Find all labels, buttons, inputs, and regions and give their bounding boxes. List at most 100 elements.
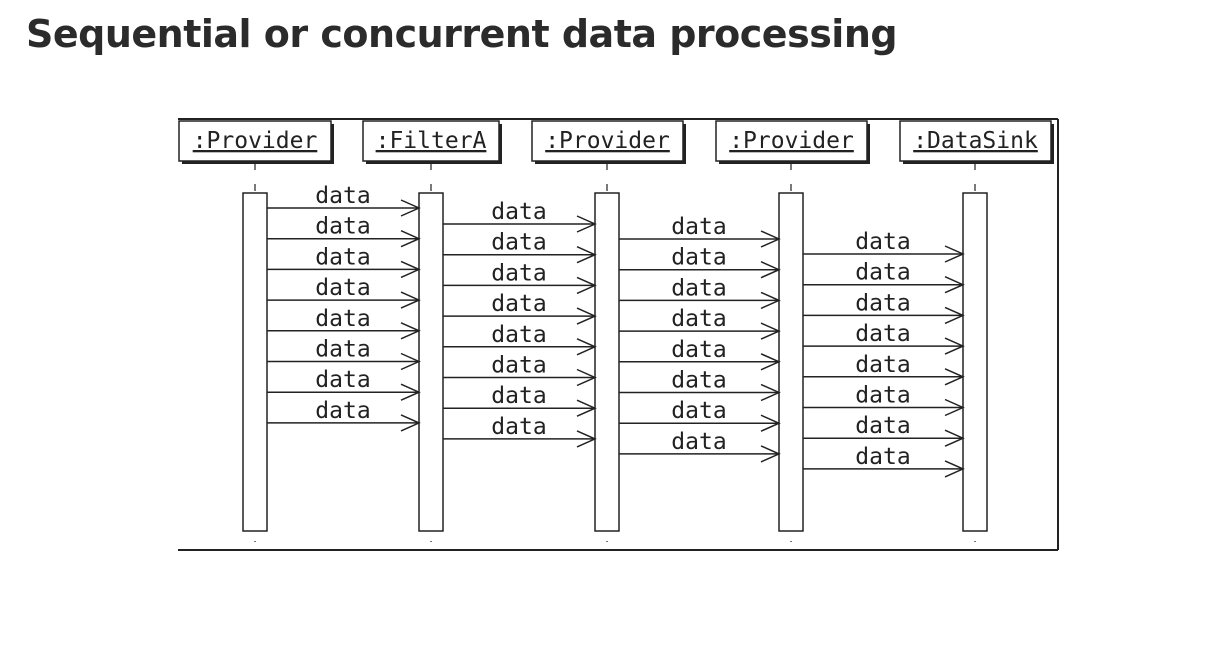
message-arrow: data bbox=[619, 429, 781, 463]
arrowhead-icon bbox=[400, 352, 421, 371]
message-label: data bbox=[491, 230, 546, 256]
message-arrow: data bbox=[803, 444, 965, 478]
message-label: data bbox=[855, 413, 910, 439]
participant-2: :Provider bbox=[531, 120, 686, 542]
message-label: data bbox=[855, 352, 910, 378]
arrowhead-icon bbox=[400, 230, 421, 248]
message-label: data bbox=[671, 398, 726, 424]
message-arrow: data bbox=[267, 306, 421, 340]
arrowhead-icon bbox=[576, 338, 597, 356]
message-label: data bbox=[491, 414, 546, 440]
message-arrow: data bbox=[619, 245, 781, 279]
arrowhead-icon bbox=[944, 276, 965, 294]
message-label: data bbox=[491, 353, 546, 379]
message-arrow: data bbox=[803, 413, 965, 447]
arrowhead-icon bbox=[576, 368, 597, 387]
message-arrow: data bbox=[803, 290, 965, 325]
message-arrow: data bbox=[267, 183, 421, 217]
participant-box bbox=[899, 120, 1052, 162]
message-arrow: data bbox=[267, 214, 421, 248]
message-arrow: data bbox=[267, 398, 421, 432]
message-arrow: data bbox=[267, 337, 421, 371]
message-arrow: data bbox=[443, 230, 597, 264]
participant-label: :DataSink bbox=[913, 128, 1038, 154]
message-label: data bbox=[855, 383, 910, 409]
arrowhead-icon bbox=[400, 383, 421, 401]
message-label: data bbox=[855, 260, 910, 286]
arrowhead-icon bbox=[944, 398, 965, 417]
message-arrow: data bbox=[443, 383, 597, 417]
message-arrow: data bbox=[803, 352, 965, 386]
message-arrow: data bbox=[619, 214, 781, 248]
message-label: data bbox=[671, 429, 726, 455]
participant-box bbox=[362, 120, 500, 162]
arrowhead-icon bbox=[576, 215, 597, 233]
message-label: data bbox=[855, 444, 910, 470]
message-label: data bbox=[315, 367, 370, 393]
message-arrow: data bbox=[619, 275, 781, 310]
participant-label: :Provider bbox=[193, 128, 318, 154]
arrowhead-icon bbox=[760, 291, 781, 310]
arrowhead-icon bbox=[400, 199, 421, 217]
participant-box bbox=[531, 120, 684, 162]
activation-bar bbox=[594, 192, 620, 532]
arrowhead-icon bbox=[944, 460, 965, 478]
page-title: Sequential or concurrent data processing bbox=[26, 12, 898, 56]
message-arrow: data bbox=[803, 321, 965, 355]
arrowhead-icon bbox=[944, 306, 965, 325]
message-arrow: data bbox=[443, 353, 597, 387]
message-label: data bbox=[315, 214, 370, 240]
message-label: data bbox=[671, 306, 726, 332]
participant-label: :FilterA bbox=[376, 128, 487, 154]
message-arrow: data bbox=[443, 291, 597, 325]
message-arrow: data bbox=[267, 367, 421, 401]
participant-4: :DataSink bbox=[899, 120, 1054, 542]
arrowhead-icon bbox=[400, 291, 421, 309]
arrowhead-icon bbox=[760, 322, 781, 340]
participant-1: :FilterA bbox=[362, 120, 502, 542]
arrowhead-icon bbox=[400, 322, 421, 340]
message-label: data bbox=[855, 290, 910, 316]
message-label: data bbox=[491, 199, 546, 225]
participant-label: :Provider bbox=[729, 128, 854, 154]
message-arrow: data bbox=[443, 260, 597, 295]
message-label: data bbox=[671, 214, 726, 240]
message-label: data bbox=[671, 337, 726, 363]
arrowhead-icon bbox=[576, 246, 597, 264]
activation-bar bbox=[778, 192, 804, 532]
message-label: data bbox=[855, 229, 910, 255]
participants: :Provider :FilterA :Provider :Provider :Data… bbox=[178, 120, 1054, 542]
activation-bar bbox=[418, 192, 444, 532]
arrowhead-icon bbox=[944, 368, 965, 386]
arrowhead-icon bbox=[576, 399, 597, 417]
participant-box bbox=[178, 120, 332, 162]
arrowhead-icon bbox=[760, 261, 781, 279]
message-label: data bbox=[491, 322, 546, 348]
arrowhead-icon bbox=[576, 430, 597, 448]
message-label: data bbox=[671, 245, 726, 271]
arrowhead-icon bbox=[400, 414, 421, 432]
message-label: data bbox=[855, 321, 910, 347]
message-label: data bbox=[315, 275, 370, 301]
activation-bar bbox=[962, 192, 988, 532]
participant-3: :Provider bbox=[715, 120, 870, 542]
arrowhead-icon bbox=[576, 276, 597, 295]
message-arrow: data bbox=[803, 383, 965, 417]
message-label: data bbox=[491, 383, 546, 409]
messages: datadatadatadatadatadatadatadatadatadata… bbox=[267, 183, 965, 478]
message-arrow: data bbox=[443, 322, 597, 356]
message-arrow: data bbox=[619, 337, 781, 371]
message-arrow: data bbox=[267, 275, 421, 309]
message-arrow: data bbox=[619, 306, 781, 340]
message-arrow: data bbox=[803, 260, 965, 294]
participant-0: :Provider bbox=[178, 120, 334, 542]
message-label: data bbox=[315, 337, 370, 363]
message-arrow: data bbox=[803, 229, 965, 263]
message-label: data bbox=[315, 398, 370, 424]
arrowhead-icon bbox=[576, 307, 597, 325]
participant-label: :Provider bbox=[545, 128, 670, 154]
participant-box bbox=[715, 120, 868, 162]
activation-bar bbox=[242, 192, 268, 532]
arrowhead-icon bbox=[760, 230, 781, 248]
